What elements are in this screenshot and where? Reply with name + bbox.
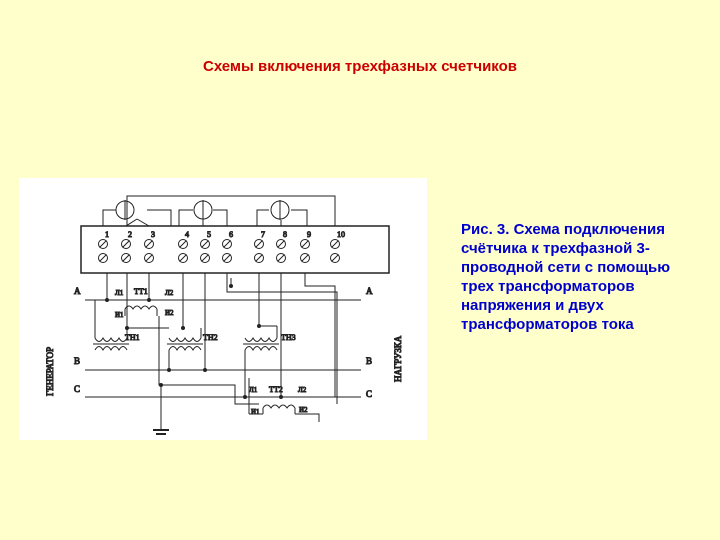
tt1-l2: Л2 [165, 289, 174, 297]
wiring-diagram: 1 2 3 4 5 6 7 8 9 10 [19, 178, 427, 440]
terminal-6: 6 [222, 230, 234, 263]
terminal-number: 8 [283, 230, 287, 239]
phase-b-left: B [74, 356, 80, 366]
terminal-number: 3 [151, 230, 155, 239]
voltage-transformer-tn2 [167, 328, 203, 370]
phase-c-right: C [366, 389, 372, 399]
tn1-label: ТН1 [125, 333, 140, 342]
terminal-number: 2 [128, 230, 132, 239]
terminal-number: 10 [337, 230, 345, 239]
terminal-number: 5 [207, 230, 211, 239]
terminal-number: 1 [105, 230, 109, 239]
terminal-3: 3 [144, 230, 156, 263]
phase-b-right: B [366, 356, 372, 366]
terminal-4: 4 [178, 230, 190, 263]
figure-caption: Рис. 3. Схема подключения счётчика к тре… [461, 221, 671, 333]
phase-a-right: A [366, 286, 373, 296]
tt2-l1: Л1 [249, 386, 258, 394]
tt2-l2: Л2 [298, 386, 307, 394]
phase-c-left: C [74, 384, 80, 394]
current-transformer-tt2 [248, 378, 320, 422]
meter-terminal-block [80, 225, 390, 274]
tt2-i2: И2 [299, 406, 308, 414]
terminal-9: 9 [300, 230, 312, 263]
terminal-7: 7 [254, 230, 266, 263]
tt1-name: ТТ1 [134, 287, 148, 296]
terminal-8: 8 [276, 230, 288, 263]
meter-coils [102, 195, 336, 227]
generator-label: ГЕНЕРАТОР [45, 347, 55, 396]
phase-lines [85, 299, 361, 398]
terminal-block-row: 1 2 3 4 5 6 7 8 9 10 [98, 230, 346, 263]
load-label: НАГРУЗКА [393, 335, 403, 382]
terminal-number: 7 [261, 230, 265, 239]
tt1-i2: И2 [165, 309, 174, 317]
tn3-label: ТН3 [281, 333, 296, 342]
terminal-2: 2 [121, 230, 133, 263]
tt1-l1: Л1 [115, 289, 124, 297]
junction-dots [105, 284, 283, 399]
terminal-1: 1 [98, 230, 110, 263]
current-transformer-tt1 [106, 273, 158, 316]
terminal-10: 10 [330, 230, 346, 263]
meter-wiring [126, 273, 338, 405]
terminal-5: 5 [200, 230, 212, 263]
tt2-name: ТТ2 [269, 385, 283, 394]
tt1-i1: И1 [115, 311, 124, 319]
phase-a-left: A [74, 286, 81, 296]
ground-symbol [153, 385, 169, 435]
tt2-i1: И1 [251, 408, 260, 416]
terminal-number: 9 [307, 230, 311, 239]
slide-title: Схемы включения трехфазных счетчиков [202, 58, 517, 75]
terminal-number: 6 [229, 230, 233, 239]
tn2-label: ТН2 [203, 333, 218, 342]
terminal-number: 4 [185, 230, 189, 239]
voltage-transformer-tn3 [243, 326, 279, 397]
voltage-transformer-tn1 [93, 300, 129, 352]
